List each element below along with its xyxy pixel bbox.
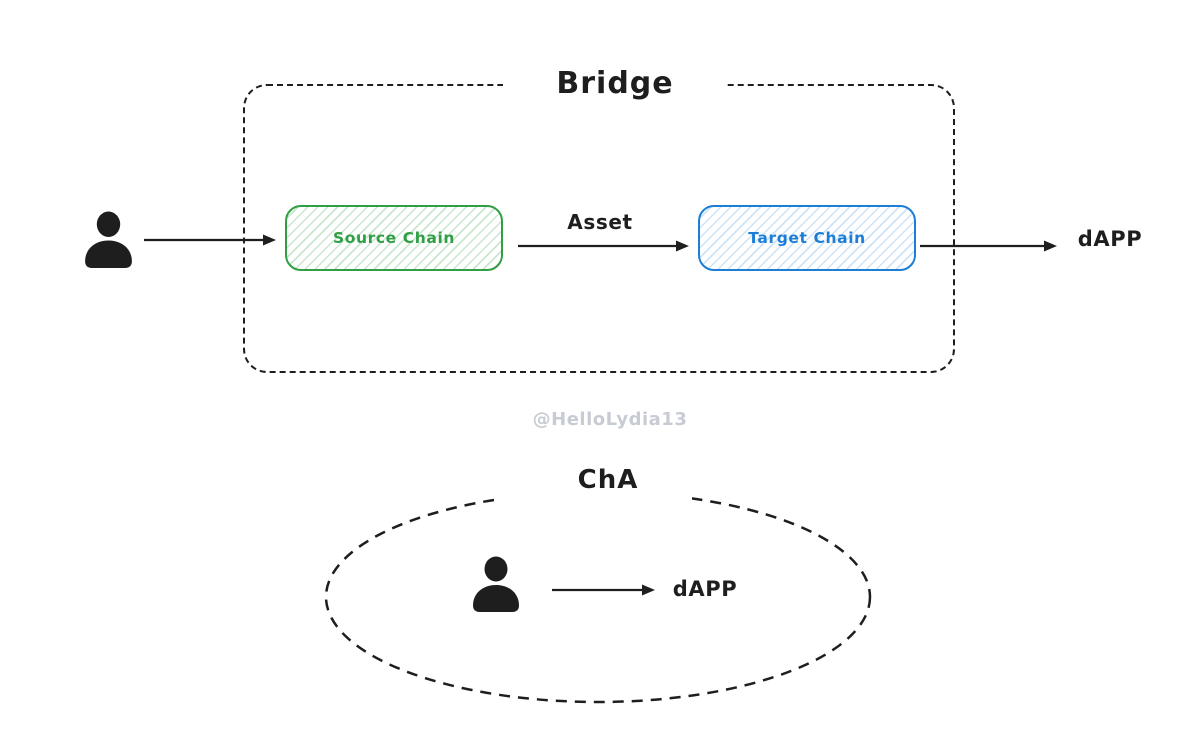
asset-arrow (518, 240, 689, 252)
source-chain-label: Source Chain (332, 229, 455, 247)
user-to-dapp-arrow (552, 584, 655, 596)
chain-title: ChA (577, 465, 639, 495)
target-to-dapp-arrow (920, 240, 1057, 252)
bridge-title: Bridge (503, 62, 727, 106)
target-chain-label: Target Chain (748, 229, 866, 247)
dapp-label: dAPP (672, 577, 738, 601)
chain-boundary (324, 488, 872, 704)
user-to-source-arrow (144, 234, 276, 246)
user-icon (85, 211, 132, 268)
asset-arrow-label: Asset (567, 210, 633, 234)
user-icon (473, 556, 519, 612)
target-chain-node: Target Chain (698, 205, 916, 271)
watermark: @HelloLydia13 (532, 409, 688, 430)
source-chain-node: Source Chain (285, 205, 503, 271)
dapp-label: dAPP (1077, 227, 1143, 251)
